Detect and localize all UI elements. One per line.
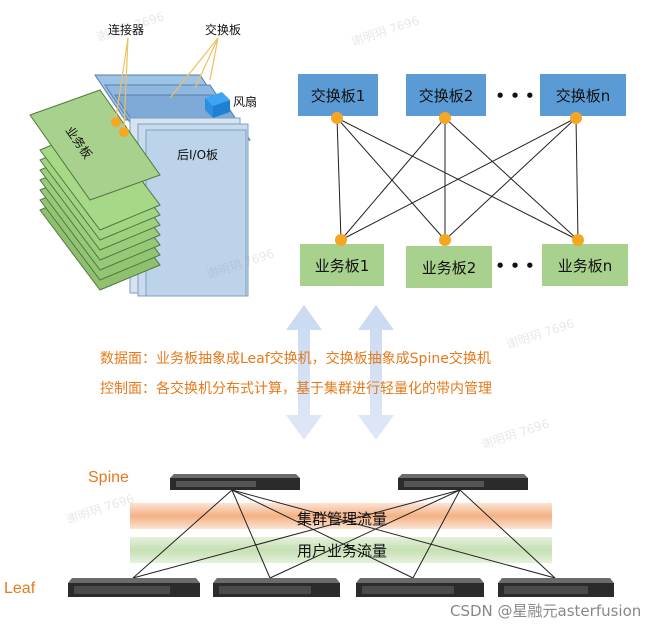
leaf-switch xyxy=(498,578,614,597)
service-board-1-label: 业务板1 xyxy=(315,257,370,275)
switch-board-n-label: 交换板n xyxy=(556,87,611,105)
cluster-mgmt-band xyxy=(130,503,552,529)
service-board-2-label: 业务板2 xyxy=(422,259,477,277)
switch-board-1-label: 交换板1 xyxy=(311,87,366,105)
switch-board-callout: 交换板 xyxy=(205,22,241,37)
leaf-tier-label: Leaf xyxy=(4,580,36,597)
switch-board-1: 交换板1 xyxy=(298,74,378,116)
service-board-n: 业务板n xyxy=(542,244,628,286)
spine-leaf-links xyxy=(132,489,556,579)
service-board-n-label: 业务板n xyxy=(558,257,613,275)
connector-dot xyxy=(111,117,121,127)
connector-dot xyxy=(119,127,129,137)
watermark: 谢明玥 7696 xyxy=(504,316,576,352)
user-service-traffic-label: 用户业务流量 xyxy=(297,542,387,560)
double-arrow-icon xyxy=(286,305,322,440)
double-arrow-icon xyxy=(358,305,394,440)
spine-switch xyxy=(170,474,300,490)
leaf-switch xyxy=(68,578,200,597)
callout-lines xyxy=(115,37,219,129)
service-board-stack xyxy=(29,89,161,291)
service-ellipsis: • • • xyxy=(495,257,534,275)
fan-label: 风扇 xyxy=(233,94,257,109)
node-dots xyxy=(331,112,584,246)
service-board-1: 业务板1 xyxy=(300,244,384,286)
watermark: 谢明玥 7696 xyxy=(479,416,551,452)
spine-tier-label: Spine xyxy=(88,469,129,486)
footer-credit: CSDN @星融元asterfusion xyxy=(450,602,642,620)
connector-label: 连接器 xyxy=(108,22,144,37)
rear-io-label: 后I/O板 xyxy=(177,148,218,162)
service-board-2: 业务板2 xyxy=(406,246,492,288)
control-plane-caption: 控制面：各交换机分布式计算，基于集群进行轻量化的带内管理 xyxy=(100,381,492,397)
topology-links xyxy=(336,117,579,241)
fan-icon xyxy=(205,92,230,118)
leaf-switch xyxy=(356,578,484,597)
switch-board-2-label: 交换板2 xyxy=(419,87,474,105)
switch-board-2: 交换板2 xyxy=(406,74,486,116)
leaf-switch xyxy=(213,578,340,597)
data-plane-caption: 数据面：业务板抽象成Leaf交换机，交换板抽象成Spine交换机 xyxy=(100,351,491,367)
chassis-diagram: 后I/O板 业务板 连接器 交换板 风扇 交换板1 xyxy=(29,22,628,297)
watermark: 谢明玥 7696 xyxy=(64,491,136,527)
spine-switch xyxy=(398,474,528,490)
cluster-mgmt-traffic-label: 集群管理流量 xyxy=(297,510,387,528)
user-service-band xyxy=(130,537,552,563)
switch-ellipsis: • • • xyxy=(495,87,534,105)
switch-board-n: 交换板n xyxy=(540,74,626,116)
